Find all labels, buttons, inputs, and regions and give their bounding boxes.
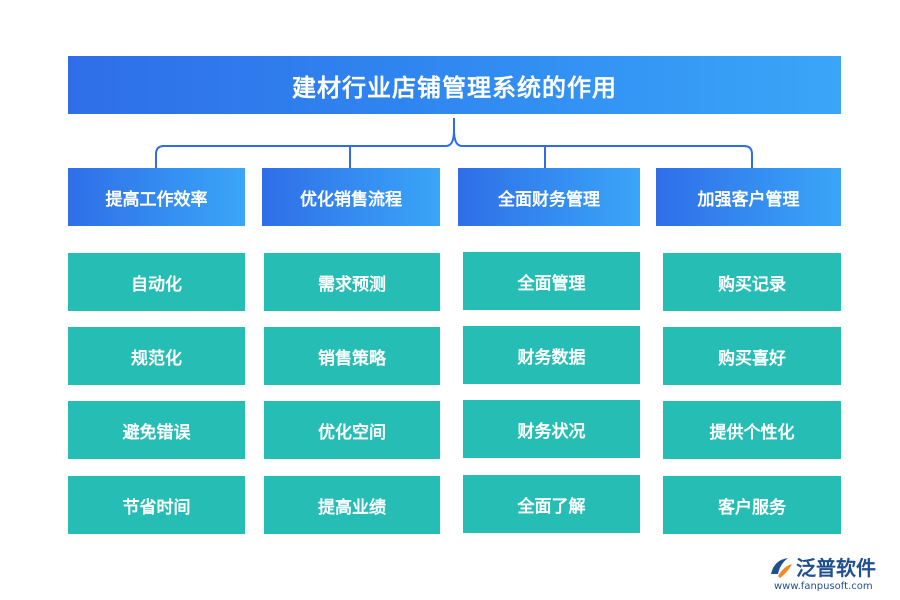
category-customer: 加强客户管理: [656, 168, 841, 226]
item-finance-3: 财务状况: [463, 400, 640, 458]
category-sales: 优化销售流程: [262, 168, 440, 226]
item-finance-4: 全面了解: [463, 475, 640, 533]
brand-logo: 泛普软件 www.fanpusoft.com: [768, 552, 892, 596]
item-finance-1: 全面管理: [463, 252, 640, 310]
diagram-title: 建材行业店铺管理系统的作用: [68, 56, 841, 114]
item-sales-3: 优化空间: [264, 401, 440, 459]
brand-logo-url: www.fanpusoft.com: [774, 581, 873, 592]
item-sales-2: 销售策略: [264, 327, 440, 385]
item-sales-4: 提高业绩: [264, 476, 440, 534]
brand-logo-icon: [771, 558, 792, 578]
connector-line: [155, 118, 753, 168]
item-efficiency-4: 节省时间: [68, 476, 245, 534]
brand-logo-name: 泛普软件: [796, 556, 876, 580]
category-efficiency: 提高工作效率: [68, 168, 245, 226]
item-sales-1: 需求预测: [264, 253, 440, 311]
item-finance-2: 财务数据: [463, 326, 640, 384]
category-finance: 全面财务管理: [458, 168, 640, 226]
item-customer-3: 提供个性化: [663, 401, 841, 459]
item-efficiency-3: 避免错误: [68, 401, 245, 459]
item-efficiency-2: 规范化: [68, 327, 245, 385]
item-customer-4: 客户服务: [663, 476, 841, 534]
item-customer-1: 购买记录: [663, 253, 841, 311]
item-efficiency-1: 自动化: [68, 253, 245, 311]
item-customer-2: 购买喜好: [663, 327, 841, 385]
